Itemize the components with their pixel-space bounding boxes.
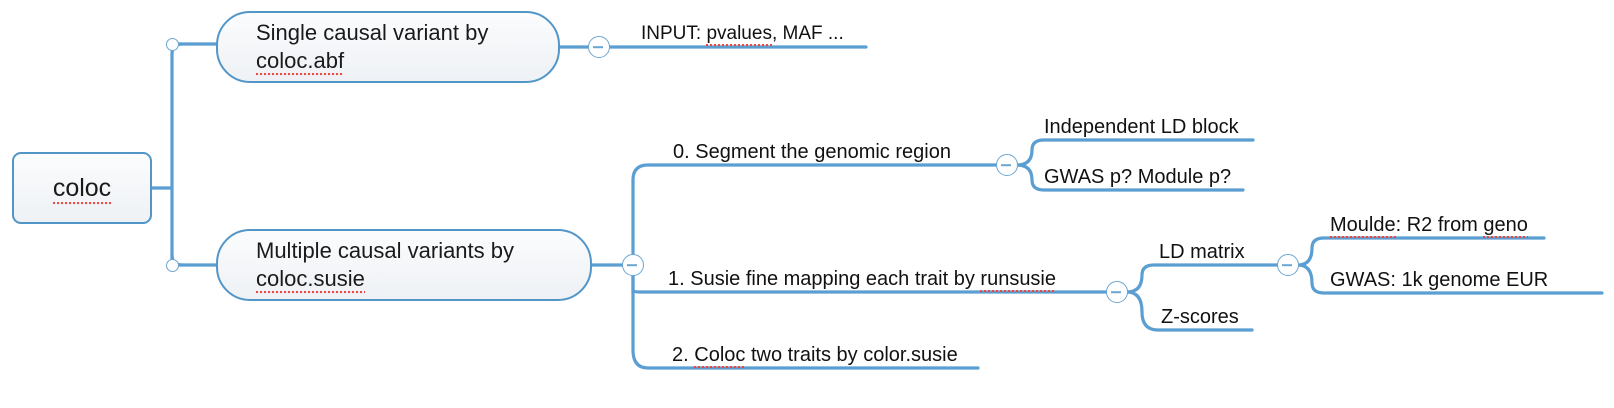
wire-step1-a [1125, 263, 1280, 294]
leaf-z-scores[interactable]: Z-scores [1161, 307, 1239, 327]
node-abf-line1: Single causal variant by [256, 19, 489, 45]
node-susie-line2: coloc.susie [256, 266, 365, 294]
leaf-step2[interactable]: 2. Coloc two traits by color.susie [672, 344, 958, 369]
leaf-moulde-misspelled: Moulde [1330, 214, 1396, 239]
collapse-toggle-susie[interactable] [622, 254, 644, 276]
leaf-step2-suffix: two traits by color.susie [745, 344, 958, 366]
leaf-step0-independent-ld-block[interactable]: Independent LD block [1044, 117, 1239, 137]
node-multiple-causal-variants[interactable]: Multiple causal variants by coloc.susie [216, 229, 592, 301]
leaf-step1-prefix: 1. Susie fine mapping each trait by [668, 268, 981, 290]
collapse-toggle-abf[interactable] [588, 36, 610, 58]
leaf-input-abf-prefix: INPUT: [641, 23, 707, 44]
node-susie-line1: Multiple causal variants by [256, 237, 515, 263]
leaf-input-abf[interactable]: INPUT: pvalues, MAF ... [641, 23, 844, 47]
leaf-moulde-r2-from-geno[interactable]: Moulde: R2 from geno [1330, 214, 1528, 239]
leaf-input-abf-suffix: , MAF ... [771, 23, 844, 44]
leaf-step1[interactable]: 1. Susie fine mapping each trait by runs… [668, 268, 1057, 293]
leaf-gwas-1k-genome-eur[interactable]: GWAS: 1k genome EUR [1330, 270, 1548, 290]
leaf-ld-matrix-label: LD matrix [1159, 241, 1245, 263]
node-single-causal-variant-label: Single causal variant by coloc.abf [218, 19, 512, 76]
hub-toggle-root-bottom[interactable] [165, 258, 179, 272]
root-node-label: coloc [52, 172, 112, 205]
wire-step0 [631, 163, 999, 182]
hub-toggle-root-top[interactable] [165, 37, 179, 51]
leaf-step0-label: 0. Segment the genomic region [673, 141, 951, 163]
leaf-z-scores-label: Z-scores [1161, 306, 1239, 328]
leaf-step1-misspelled: runsusie [980, 268, 1057, 293]
root-node-coloc[interactable]: coloc [12, 152, 152, 224]
leaf-step0-a-label: Independent LD block [1044, 116, 1239, 138]
leaf-moulde-middle: : R2 from [1395, 214, 1484, 236]
leaf-geno-misspelled: geno [1483, 214, 1528, 239]
leaf-step0-gwas-module-p[interactable]: GWAS p? Module p? [1044, 167, 1231, 187]
collapse-toggle-ld-matrix[interactable] [1277, 254, 1299, 276]
leaf-step0-b-label: GWAS p? Module p? [1044, 166, 1232, 188]
leaf-ld-matrix[interactable]: LD matrix [1159, 242, 1245, 262]
leaf-step2-misspelled: Coloc [694, 344, 746, 369]
leaf-step0[interactable]: 0. Segment the genomic region [673, 142, 951, 162]
root-node-label-text: coloc [52, 174, 112, 205]
collapse-toggle-step1[interactable] [1106, 281, 1128, 303]
leaf-gwas-eur-label: GWAS: 1k genome EUR [1330, 269, 1549, 291]
wire-ld-a [1296, 236, 1546, 267]
node-single-causal-variant[interactable]: Single causal variant by coloc.abf [216, 11, 560, 83]
node-abf-line2: coloc.abf [256, 48, 345, 76]
leaf-step2-prefix: 2. [672, 344, 695, 366]
node-multiple-causal-variants-label: Multiple causal variants by coloc.susie [218, 237, 538, 294]
collapse-toggle-step0[interactable] [996, 154, 1018, 176]
wire-step0-a [1015, 138, 1255, 167]
leaf-input-abf-misspelled: pvalues [706, 23, 772, 47]
